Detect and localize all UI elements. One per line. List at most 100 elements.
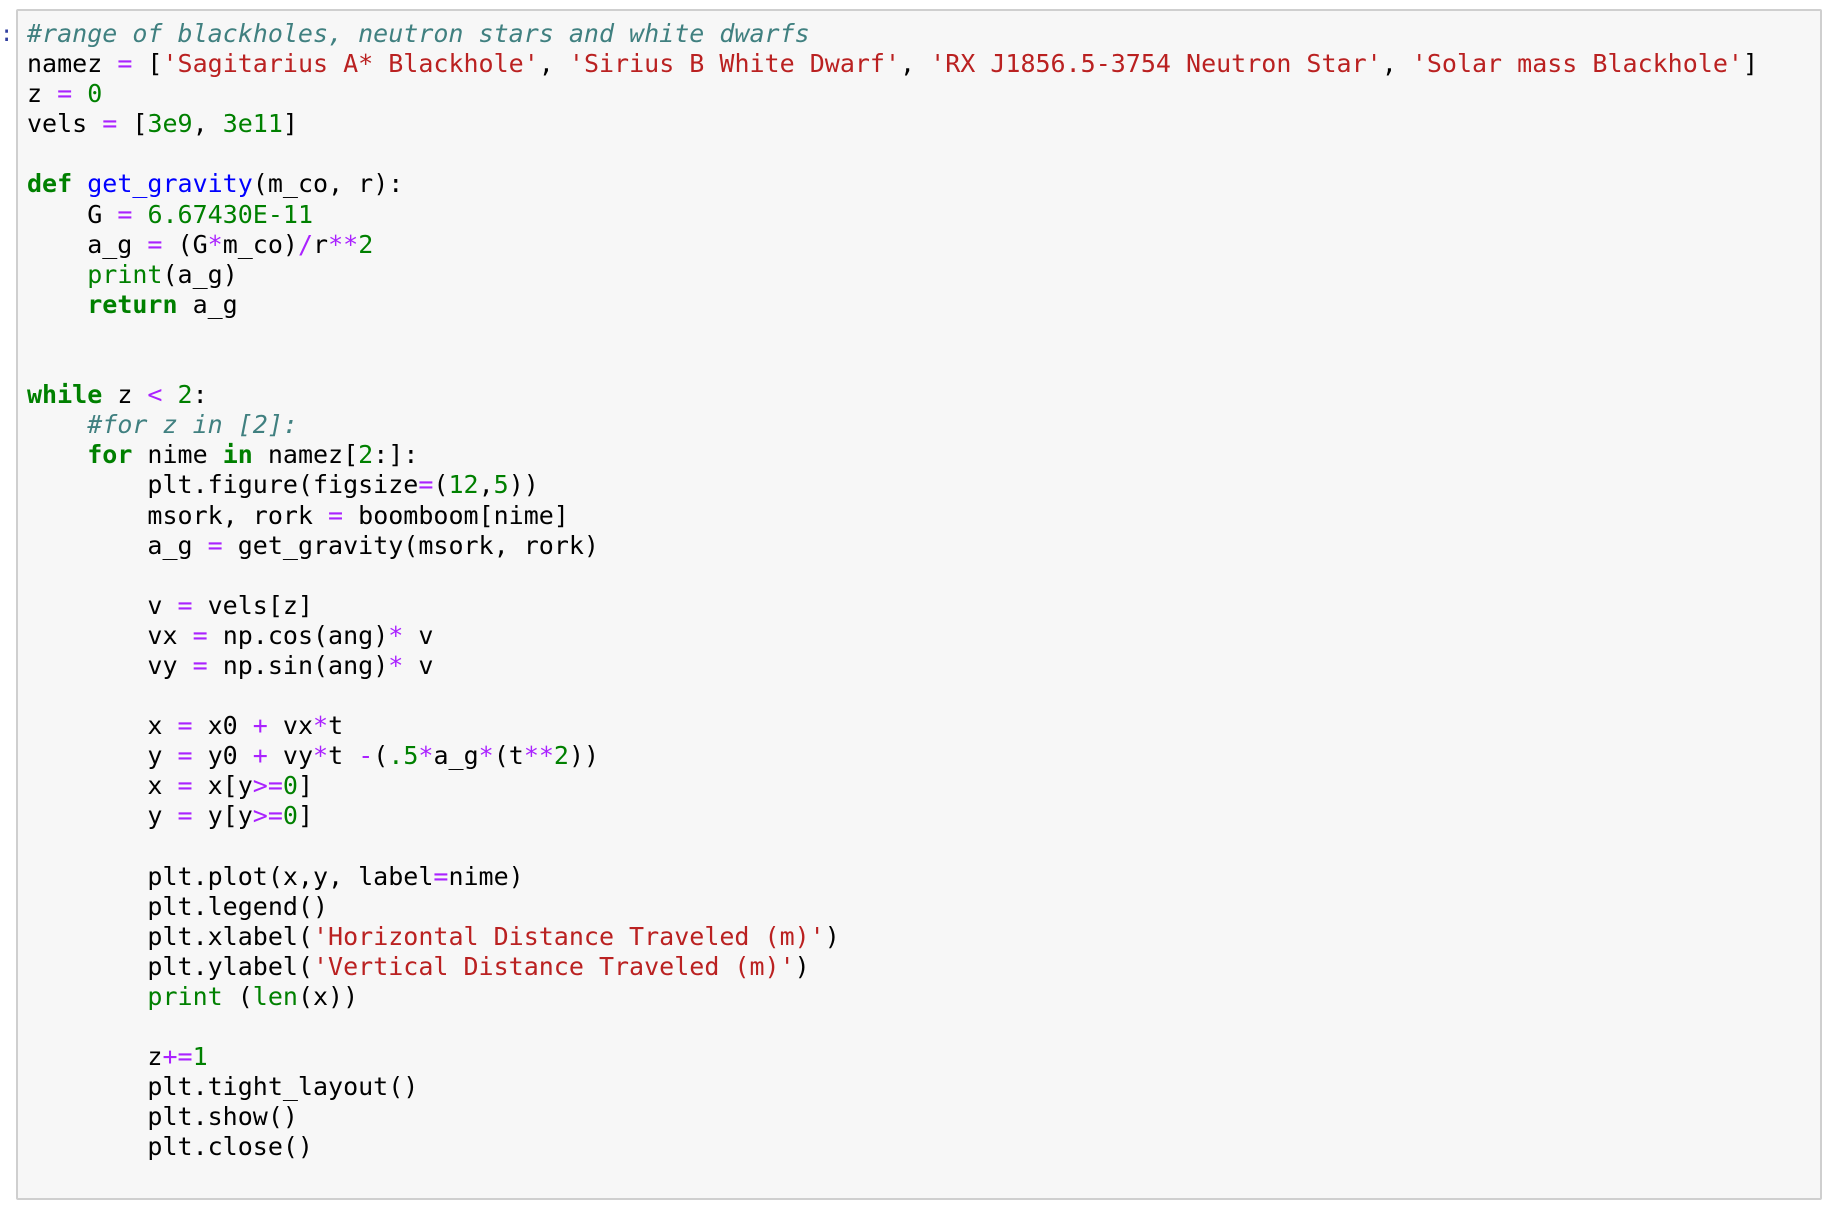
code-number: 1 — [192, 1042, 208, 1072]
code-text: plt.figure(figsize — [27, 470, 419, 500]
code-line: print (len(x)) — [27, 982, 1758, 1012]
code-number: 3e11 — [222, 109, 283, 139]
code-line: plt.figure(figsize=(12,5)) — [27, 470, 1758, 500]
code-line — [27, 139, 1758, 169]
code-operator: = — [57, 79, 73, 109]
code-operator: = — [117, 199, 133, 229]
code-line: #range of blackholes, neutron stars and … — [27, 19, 1758, 49]
code-text: ( — [373, 741, 389, 771]
code-operator: = — [177, 711, 193, 741]
code-line: x = x0 + vx*t — [27, 711, 1758, 741]
code-text: , — [192, 109, 223, 139]
code-text: vy — [267, 741, 314, 771]
code-line: namez = ['Sagitarius A* Blackhole', 'Sir… — [27, 49, 1758, 79]
code-line: plt.close() — [27, 1132, 1758, 1162]
code-text: , — [900, 49, 931, 79]
code-operator: = — [177, 801, 193, 831]
code-text: plt.ylabel( — [27, 951, 313, 981]
code-number: 2 — [358, 229, 374, 259]
code-text: [ — [132, 49, 163, 79]
code-text: vx — [267, 711, 314, 741]
code-text: :]: — [373, 440, 419, 470]
code-operator: = — [207, 530, 223, 560]
code-operator: * — [418, 741, 434, 771]
code-text — [27, 982, 147, 1011]
code-text: namez[ — [252, 440, 359, 470]
code-operator: = — [328, 500, 344, 530]
code-operator: = — [177, 741, 193, 771]
code-text: vx — [27, 620, 193, 650]
code-text: , — [1381, 49, 1412, 79]
code-text: ( — [433, 470, 449, 500]
code-text: t — [328, 741, 359, 771]
code-text: y0 — [192, 741, 253, 771]
code-text: t — [328, 711, 344, 741]
code-text: , — [538, 49, 569, 79]
code-text: (G — [162, 229, 208, 259]
code-string: 'Vertical Distance Traveled (m)' — [312, 951, 795, 981]
code-text: plt.legend() — [27, 891, 329, 921]
code-text: vels[z] — [192, 590, 313, 620]
code-text: v — [27, 590, 178, 620]
code-comment: #for z in [2]: — [87, 410, 298, 440]
code-line — [27, 681, 1758, 711]
code-line — [27, 350, 1758, 380]
code-text: ) — [824, 921, 840, 951]
code-line: vx = np.cos(ang)* v — [27, 621, 1758, 651]
code-text: x[y — [192, 771, 253, 801]
code-editor[interactable]: #range of blackholes, neutron stars and … — [27, 19, 1758, 1163]
code-text: np.sin(ang) — [207, 650, 389, 680]
code-cell[interactable]: #range of blackholes, neutron stars and … — [16, 9, 1822, 1200]
code-line: vy = np.sin(ang)* v — [27, 651, 1758, 681]
code-text: z — [102, 380, 148, 410]
code-operator: * — [313, 711, 329, 741]
code-text: x — [27, 771, 178, 801]
code-text: ] — [1742, 49, 1758, 79]
code-operator: ** — [523, 741, 554, 771]
code-text — [27, 440, 87, 469]
code-text: a_g — [27, 229, 148, 259]
code-operator: >= — [252, 801, 283, 831]
code-text: v — [403, 650, 434, 680]
code-text: y — [27, 741, 178, 771]
code-text: plt.tight_layout() — [27, 1072, 419, 1102]
code-number: .5 — [388, 741, 419, 771]
code-text: msork, rork — [27, 500, 329, 530]
code-operator: = — [177, 590, 193, 620]
code-operator: * — [313, 741, 329, 771]
code-string: 'Sirius B White Dwarf' — [568, 49, 901, 79]
code-number: 0 — [282, 771, 298, 801]
code-operator: / — [297, 229, 314, 259]
code-text: )) — [568, 741, 600, 771]
code-text: m_co) — [222, 229, 298, 259]
code-text: (m_co, r): — [252, 169, 404, 199]
code-line — [27, 320, 1758, 350]
code-text: a_g — [27, 530, 208, 560]
code-builtin: print — [147, 982, 223, 1011]
code-line: while z < 2: — [27, 380, 1758, 410]
code-number: 3e9 — [147, 109, 193, 139]
code-text: plt.close() — [27, 1132, 313, 1162]
code-line: plt.ylabel('Vertical Distance Traveled (… — [27, 952, 1758, 982]
code-line: #for z in [2]: — [27, 410, 1758, 440]
code-operator: + — [252, 741, 268, 771]
code-operator: ** — [328, 229, 359, 259]
code-text — [27, 290, 87, 319]
code-operator: = — [177, 771, 193, 801]
code-number: 12 — [448, 470, 479, 500]
code-line: plt.show() — [27, 1102, 1758, 1132]
code-text — [72, 79, 87, 108]
code-number: 0 — [87, 79, 103, 109]
code-text: ) — [794, 951, 810, 981]
code-text: [ — [117, 109, 148, 139]
code-text: (x)) — [297, 982, 359, 1011]
code-operator: += — [162, 1042, 193, 1072]
code-text: : — [192, 380, 208, 410]
code-text: plt.show() — [27, 1102, 298, 1132]
code-line: plt.legend() — [27, 892, 1758, 922]
code-text — [132, 200, 147, 229]
code-operator: = — [117, 49, 133, 79]
code-text: z — [27, 79, 58, 109]
cell-prompt: : — [0, 22, 14, 47]
code-operator: * — [478, 741, 494, 771]
